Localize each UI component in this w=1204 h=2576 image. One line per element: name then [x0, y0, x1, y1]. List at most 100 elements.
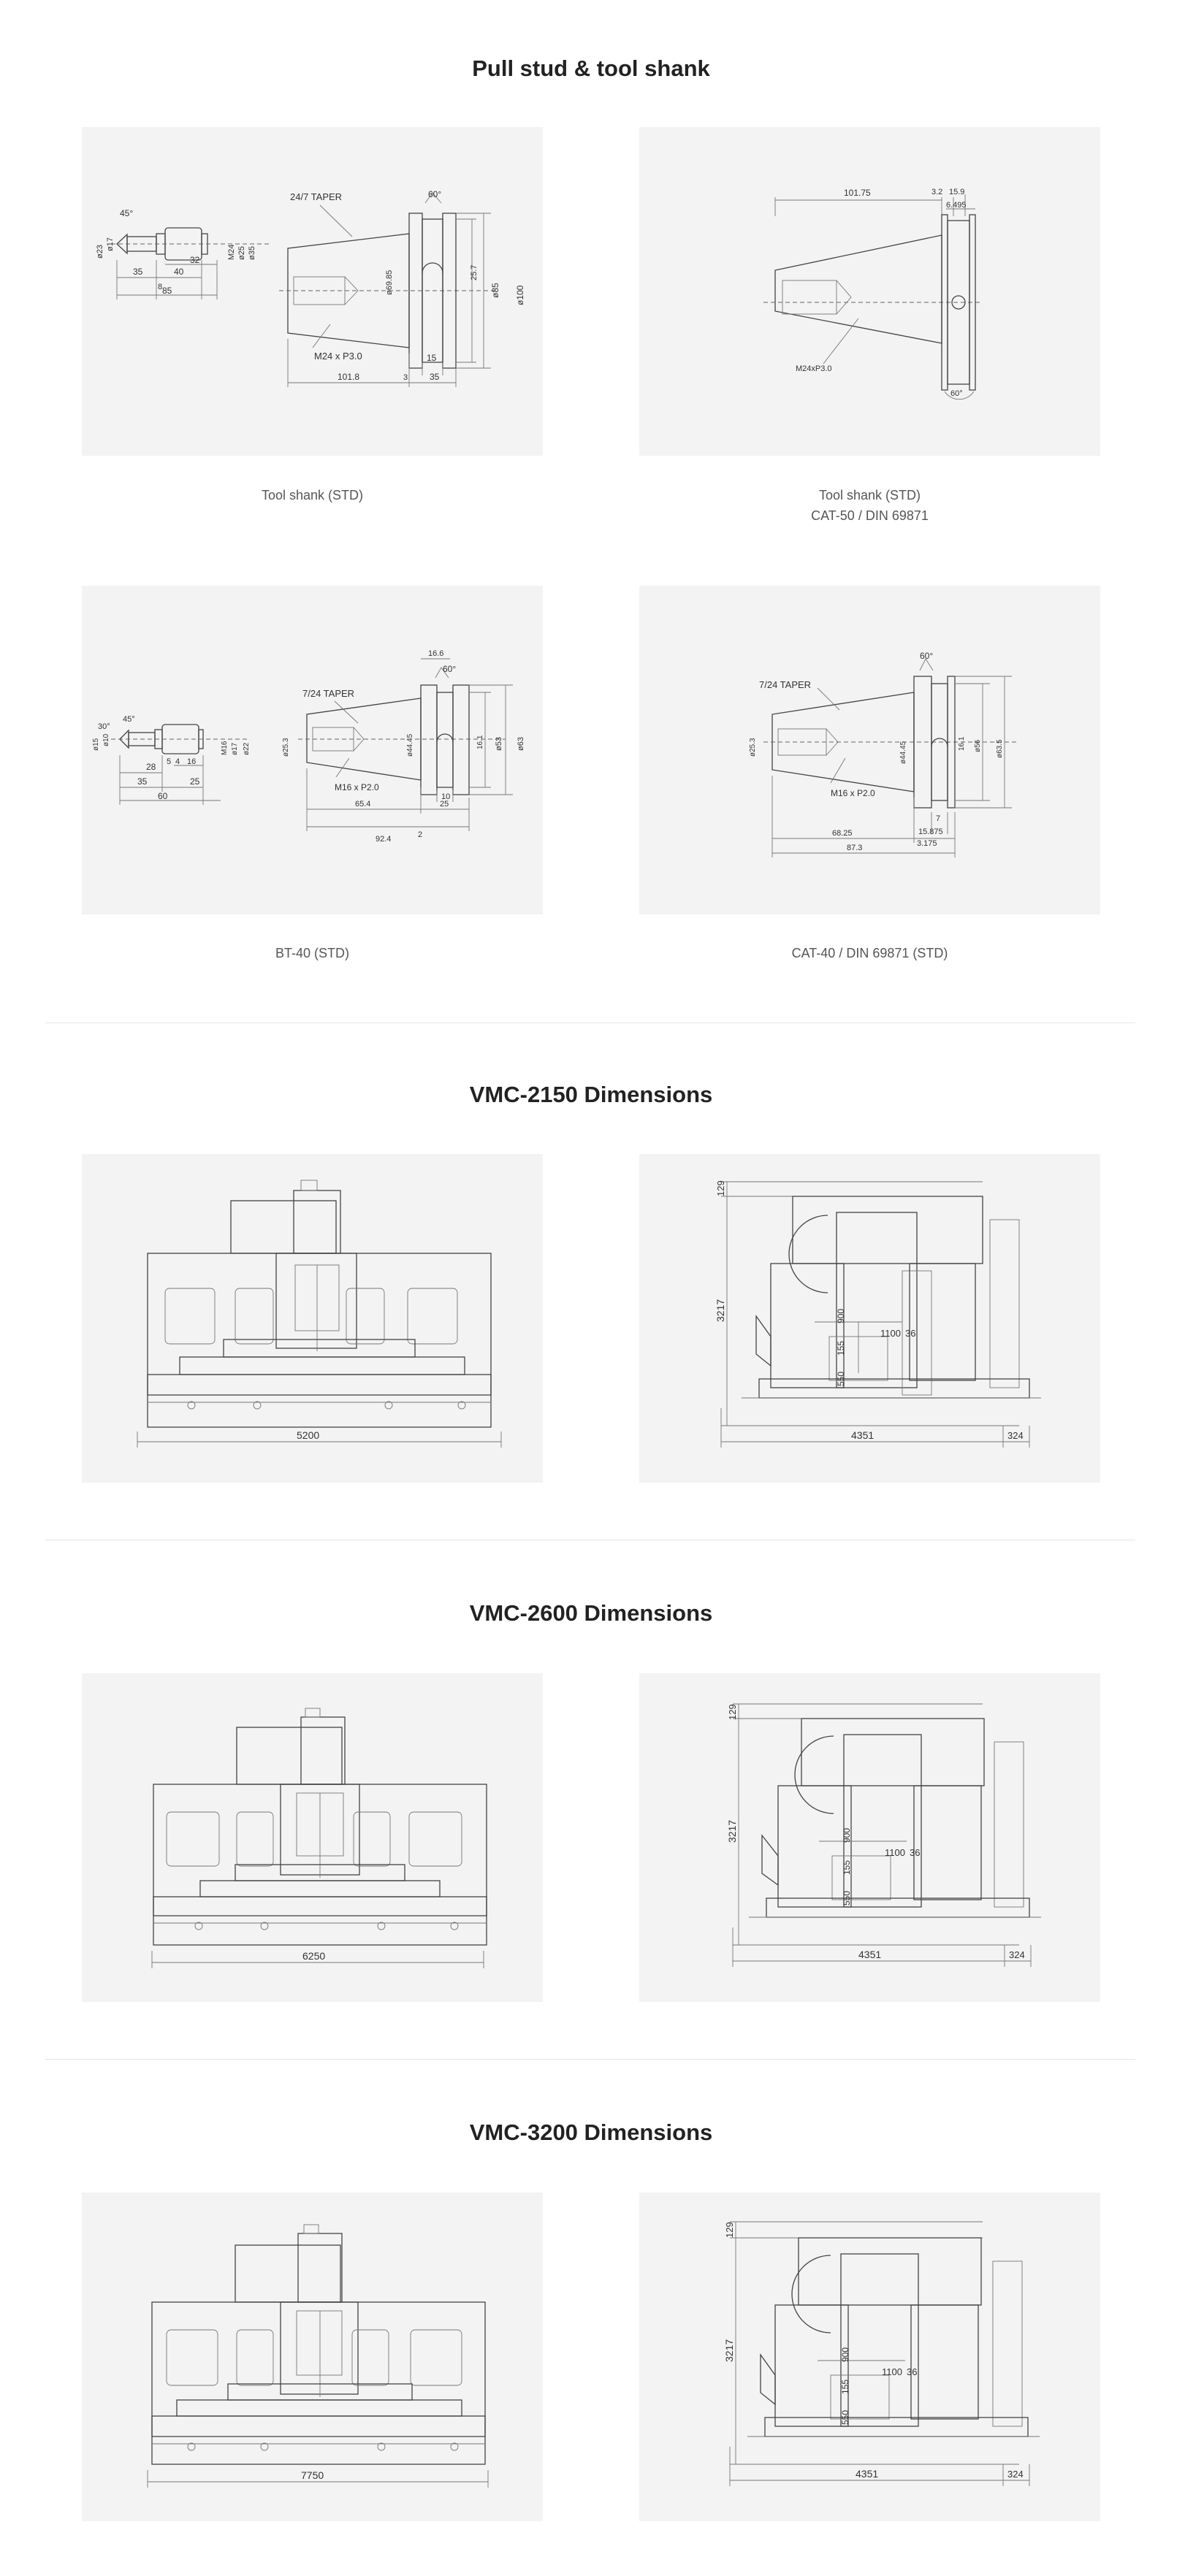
dim-o63-5: ø63.5	[996, 739, 1004, 758]
dim-7: 7	[936, 814, 940, 823]
dim-16-1: 16.1	[476, 735, 484, 749]
vmc-3200-height-dim: 3217	[723, 2339, 735, 2362]
angle-45-b: 45°	[123, 715, 135, 724]
vmc-2150-depth-dim: 4351	[851, 1429, 874, 1441]
dim-o17-b: ø17	[231, 742, 239, 755]
dim-35-a: 35	[133, 267, 143, 277]
vmc-2600-dim-36: 36	[910, 1847, 920, 1858]
dim-o25: ø25	[237, 246, 246, 260]
vmc-2150-dim-550: 550	[836, 1372, 846, 1386]
dim-35-b: 35	[430, 372, 440, 382]
angle-60-4: 60°	[920, 651, 933, 661]
vmc-2600-height-dim: 3217	[726, 1820, 738, 1843]
label-m24-thread: M24 x P3.0	[314, 351, 362, 362]
dim-25-a: 25	[190, 776, 200, 787]
drawing-vmc-3200-side: 129 3217 1100 36 900 155 550 4351 324	[639, 2193, 1100, 2521]
vmc-2150-ext-dim: 324	[1007, 1430, 1024, 1441]
vmc-2600-top-dim: 129	[727, 1704, 738, 1720]
dim-o69-85: ø69.85	[385, 270, 394, 295]
cat-40-drawing: 7/24 TAPER M16 x P2.0 60° 68.25 15.875 3…	[749, 651, 1019, 857]
dim-15-875: 15.875	[918, 828, 943, 836]
dim-101-75: 101.75	[844, 188, 871, 198]
caption-bt-40: BT-40 (STD)	[275, 946, 349, 960]
dim-2: 2	[418, 830, 422, 839]
dim-101-8: 101.8	[338, 372, 359, 382]
dim-32: 32	[190, 255, 200, 265]
angle-60-2: 60°	[950, 389, 963, 398]
drawing-vmc-2600-front: 6250	[82, 1673, 543, 2002]
dim-28: 28	[146, 762, 156, 772]
tool-shank-std-drawing: 35 40 8 32 85 45° ø23 ø17 M24 ø25 ø35	[96, 189, 525, 387]
dim-15: 15	[427, 353, 437, 363]
vmc-3200-dim-550: 550	[840, 2410, 850, 2425]
vmc-3200-ext-dim: 324	[1007, 2469, 1024, 2480]
dim-3: 3	[403, 373, 408, 382]
vmc-2150-side-drawing: 129 3217 1100 36 900 155 550 4351	[715, 1180, 1041, 1448]
drawing-tool-shank-std: 35 40 8 32 85 45° ø23 ø17 M24 ø25 ø35	[82, 127, 543, 456]
drawing-vmc-2600-side: 129 3217 1100 36 900 155 550 4351 324	[639, 1673, 1100, 2002]
vmc-2150-front-drawing: 5200	[137, 1180, 502, 1448]
dim-3-175: 3.175	[917, 839, 937, 848]
dim-o25-3: ø25.3	[282, 738, 290, 757]
dim-5: 5	[167, 757, 171, 766]
dim-25-b: 25	[440, 800, 449, 809]
vmc-2600-dim-155: 155	[842, 1860, 852, 1875]
dim-60: 60	[158, 791, 168, 801]
vmc-3200-front-drawing: 7750	[147, 2224, 489, 2488]
caption-cat-50: Tool shank (STD) CAT-50 / DIN 69871	[639, 485, 1100, 526]
dim-68-25: 68.25	[832, 829, 853, 838]
dim-35-c: 35	[137, 776, 148, 787]
dim-85: 85	[162, 286, 172, 296]
vmc-3200-dim-155: 155	[840, 2380, 850, 2394]
vmc-2150-dim-36: 36	[905, 1328, 915, 1339]
drawing-cat-40: 7/24 TAPER M16 x P2.0 60° 68.25 15.875 3…	[639, 586, 1100, 914]
dim-o35: ø35	[248, 246, 256, 260]
dim-o17: ø17	[106, 237, 115, 251]
vmc-2150-dim-900: 900	[836, 1309, 846, 1323]
label-m24-thread-2: M24xP3.0	[796, 364, 832, 373]
dim-16-6: 16.6	[428, 649, 443, 658]
dim-o44-45: ø44.45	[406, 733, 414, 757]
dim-o44-45-b: ø44.45	[899, 741, 907, 764]
dim-o10: ø10	[102, 733, 110, 746]
dim-25-7: 25.7	[470, 265, 479, 280]
angle-45: 45°	[120, 208, 133, 218]
dim-o100: ø100	[515, 285, 525, 305]
vmc-2150-front-width: 5200	[297, 1429, 319, 1441]
dim-10: 10	[441, 792, 450, 801]
dim-o53: ø53	[495, 737, 503, 751]
section-title-vmc-2150: VMC-2150 Dimensions	[469, 1082, 713, 1107]
vmc-3200-top-dim: 129	[724, 2222, 735, 2238]
vmc-3200-depth-dim: 4351	[856, 2468, 878, 2480]
drawing-vmc-2150-front: 5200	[82, 1154, 543, 1483]
angle-60-3: 60°	[443, 664, 456, 674]
cat-50-drawing: 101.75 3.2 15.9 6.495 M24xP3.0 60°	[763, 188, 983, 400]
drawing-cat-50: 101.75 3.2 15.9 6.495 M24xP3.0 60°	[639, 127, 1100, 456]
vmc-2600-front-width: 6250	[302, 1950, 325, 1962]
dim-o23: ø23	[96, 245, 104, 259]
label-m16-thread: M16 x P2.0	[335, 782, 379, 792]
dim-m24: M24	[227, 245, 236, 260]
dim-m16: M16	[221, 741, 229, 755]
dim-6-495: 6.495	[946, 201, 967, 210]
dim-92-4: 92.4	[376, 835, 391, 844]
vmc-3200-dim-900: 900	[840, 2347, 850, 2362]
vmc-2600-dim-1100: 1100	[885, 1847, 905, 1858]
label-m16-thread-2: M16 x P2.0	[831, 788, 875, 798]
section-title-tool-shank: Pull stud & tool shank	[472, 56, 710, 81]
angle-30: 30°	[98, 722, 110, 731]
dim-16: 16	[187, 757, 196, 766]
drawing-bt-40: 28 35 5 4 16 25 60 30° 45° ø15 ø10 ø17 ø…	[82, 586, 543, 914]
dim-o56: ø56	[974, 739, 982, 752]
dim-40: 40	[174, 267, 184, 277]
caption-tool-shank-std: Tool shank (STD)	[261, 488, 364, 502]
caption-cat-50-line2: CAT-50 / DIN 69871	[811, 508, 929, 523]
caption-cat-50-line1: Tool shank (STD)	[818, 488, 921, 502]
vmc-2600-depth-dim: 4351	[858, 1949, 881, 1960]
vmc-3200-dim-36: 36	[907, 2366, 917, 2377]
dim-o25-3-b: ø25.3	[749, 738, 757, 757]
angle-60: 60°	[428, 189, 441, 199]
vmc-3200-front-width: 7750	[301, 2469, 324, 2481]
dim-87-3: 87.3	[847, 844, 862, 852]
